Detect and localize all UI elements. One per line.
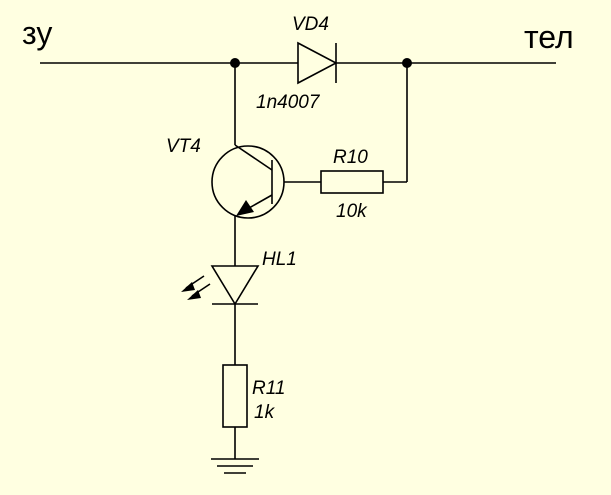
- r10-ref-label: R10: [333, 147, 368, 168]
- r10-value-label: 10k: [336, 201, 368, 222]
- right-terminal-label: тел: [524, 19, 574, 55]
- r11-ref-label: R11: [252, 378, 285, 399]
- r11-value-label: 1k: [254, 402, 276, 423]
- diode-icon: [297, 41, 338, 85]
- diode-ref-label: VD4: [292, 14, 329, 35]
- led-ref-label: HL1: [262, 249, 297, 270]
- pnp-transistor-icon: [211, 144, 285, 219]
- diode-part-label: 1n4007: [256, 92, 321, 113]
- left-terminal-label: зу: [22, 15, 52, 51]
- transistor-ref-label: VT4: [166, 136, 201, 157]
- ground-icon: [211, 458, 259, 474]
- resistor-icon: [320, 170, 384, 194]
